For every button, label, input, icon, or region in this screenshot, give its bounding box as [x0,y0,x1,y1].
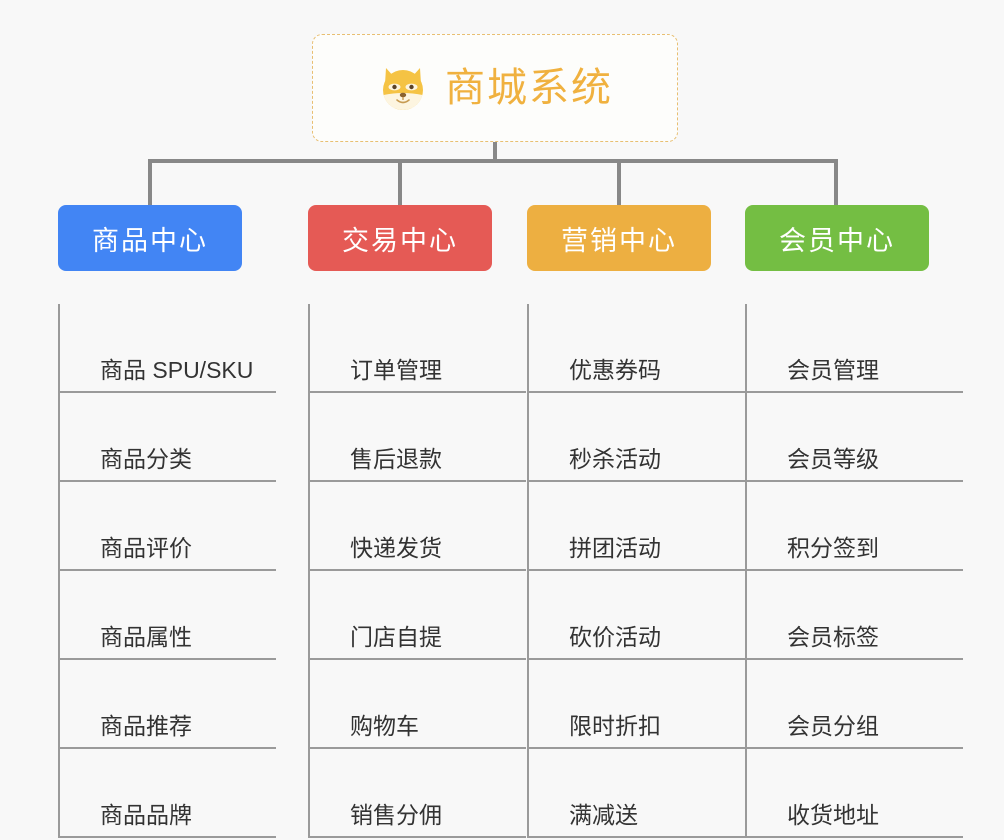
leaf-list-4: 会员管理 会员等级 积分签到 会员标签 会员分组 收货地址 [745,304,963,838]
spine-3 [527,304,529,838]
root-title: 商城系统 [445,66,613,110]
column-product-center: 商品中心 商品 SPU/SKU 商品分类 商品评价 商品属性 商品推荐 商品品牌 [58,205,290,838]
spine-4 [745,304,747,838]
column-member-center: 会员中心 会员管理 会员等级 积分签到 会员标签 会员分组 收货地址 [745,205,977,838]
list-item[interactable]: 限时折扣 [527,660,745,749]
category-header-4[interactable]: 会员中心 [745,205,929,271]
leaf-list-2: 订单管理 售后退款 快递发货 门店自提 购物车 销售分佣 [308,304,526,838]
leaf-label: 销售分佣 [350,802,442,828]
leaf-label: 商品 SPU/SKU [100,357,254,383]
connector-drop-4 [834,159,838,205]
leaf-label: 快递发货 [350,535,442,561]
connector-horizontal-bus [148,159,838,163]
list-item[interactable]: 快递发货 [308,482,526,571]
list-item[interactable]: 砍价活动 [527,571,745,660]
leaf-label: 秒杀活动 [569,446,661,472]
leaf-label: 积分签到 [787,535,879,561]
list-item[interactable]: 商品分类 [58,393,276,482]
leaf-list-3: 优惠券码 秒杀活动 拼团活动 砍价活动 限时折扣 满减送 [527,304,745,838]
leaf-label: 会员标签 [787,624,879,650]
leaf-label: 限时折扣 [569,713,661,739]
list-item[interactable]: 会员管理 [745,304,963,393]
shiba-dog-face-icon [377,62,429,114]
category-header-2[interactable]: 交易中心 [308,205,492,271]
list-item[interactable]: 会员标签 [745,571,963,660]
column-marketing-center: 营销中心 优惠券码 秒杀活动 拼团活动 砍价活动 限时折扣 满减送 [527,205,759,838]
list-item[interactable]: 商品属性 [58,571,276,660]
connector-drop-3 [617,159,621,205]
connector-root-stub [493,142,497,162]
leaf-label: 商品品牌 [100,802,192,828]
list-item[interactable]: 售后退款 [308,393,526,482]
root-node[interactable]: 商城系统 [312,34,678,142]
spine-1 [58,304,60,838]
connector-drop-1 [148,159,152,205]
list-item[interactable]: 拼团活动 [527,482,745,571]
list-item[interactable]: 会员分组 [745,660,963,749]
leaf-label: 商品评价 [100,535,192,561]
list-item[interactable]: 满减送 [527,749,745,838]
list-item[interactable]: 商品推荐 [58,660,276,749]
list-item[interactable]: 会员等级 [745,393,963,482]
list-item[interactable]: 门店自提 [308,571,526,660]
leaf-label: 商品推荐 [100,713,192,739]
list-item[interactable]: 订单管理 [308,304,526,393]
list-item[interactable]: 购物车 [308,660,526,749]
connector-drop-2 [398,159,402,205]
column-trade-center: 交易中心 订单管理 售后退款 快递发货 门店自提 购物车 销售分佣 [308,205,540,838]
leaf-label: 购物车 [350,713,419,739]
list-item[interactable]: 积分签到 [745,482,963,571]
list-item[interactable]: 商品品牌 [58,749,276,838]
list-item[interactable]: 商品评价 [58,482,276,571]
category-header-3[interactable]: 营销中心 [527,205,711,271]
leaf-label: 订单管理 [350,357,442,383]
list-item[interactable]: 商品 SPU/SKU [58,304,276,393]
spine-2 [308,304,310,838]
leaf-label: 会员等级 [787,446,879,472]
leaf-label: 拼团活动 [569,535,661,561]
leaf-label: 门店自提 [350,624,442,650]
list-item[interactable]: 收货地址 [745,749,963,838]
leaf-label: 售后退款 [350,446,442,472]
list-item[interactable]: 销售分佣 [308,749,526,838]
leaf-label: 商品分类 [100,446,192,472]
leaf-label: 会员管理 [787,357,879,383]
leaf-label: 收货地址 [787,802,879,828]
leaf-label: 砍价活动 [569,624,661,650]
leaf-list-1: 商品 SPU/SKU 商品分类 商品评价 商品属性 商品推荐 商品品牌 [58,304,276,838]
leaf-label: 商品属性 [100,624,192,650]
leaf-label: 满减送 [569,802,638,828]
list-item[interactable]: 优惠券码 [527,304,745,393]
leaf-label: 会员分组 [787,713,879,739]
category-header-1[interactable]: 商品中心 [58,205,242,271]
leaf-label: 优惠券码 [569,357,661,383]
list-item[interactable]: 秒杀活动 [527,393,745,482]
